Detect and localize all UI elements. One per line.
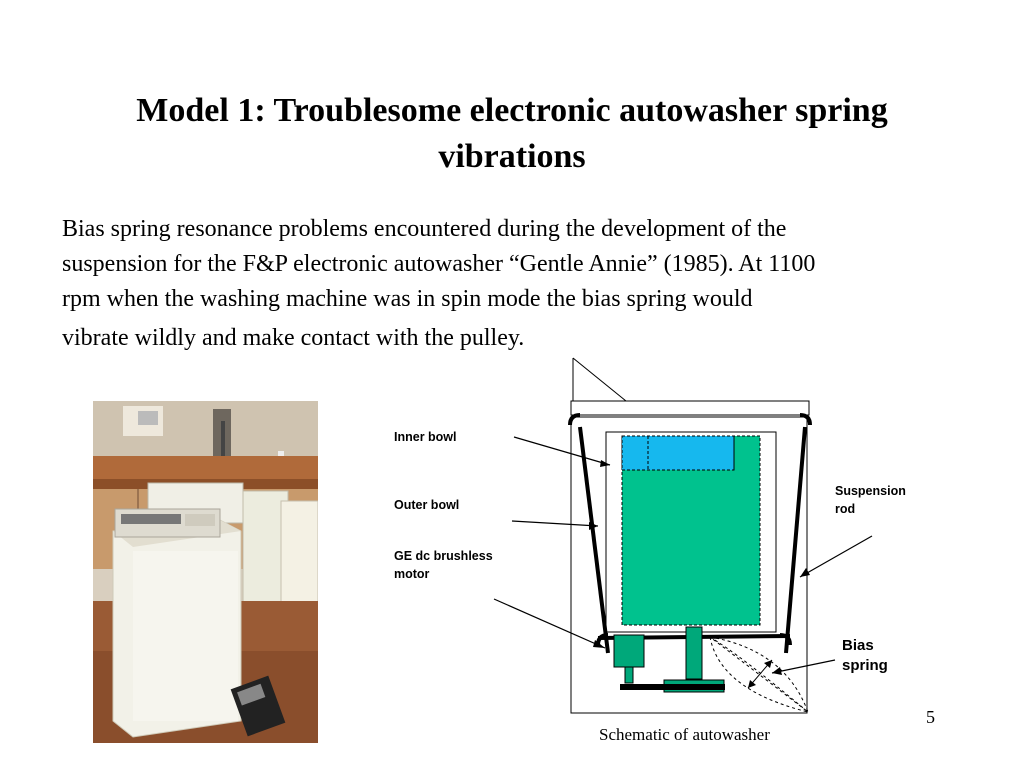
label-suspension-rod: Suspension rod [835, 484, 906, 516]
top-bar [570, 400, 810, 416]
leader-inner-bowl [513, 436, 611, 466]
bias-spring [709, 636, 809, 713]
leader-motor [493, 598, 606, 649]
label-inner-bowl: Inner bowl [394, 430, 457, 444]
washing-machine-photo [93, 401, 318, 743]
label-outer-bowl: Outer bowl [394, 498, 460, 512]
leader-bias-spring [771, 659, 836, 674]
right-suspension-rod [784, 426, 807, 654]
motor [613, 634, 645, 668]
slide-body: Bias spring resonance problems encounter… [62, 212, 962, 356]
slide-title: Model 1: Troublesome electronic autowash… [136, 92, 888, 175]
body-line: vibrate wildly and make contact with the… [62, 325, 525, 351]
left-suspension-rod [578, 426, 610, 654]
schematic-caption: Schematic of autowasher [599, 725, 770, 744]
lid-line [572, 357, 627, 402]
label-motor: GE dc brushless motor [394, 549, 493, 581]
leader-suspension-rod [799, 535, 873, 578]
inner-bowl-top [621, 435, 735, 471]
leader-outer-bowl [511, 520, 599, 527]
drive-shaft [685, 626, 703, 680]
label-bias-spring: Bias spring [842, 637, 888, 674]
body-line: rpm when the washing machine was in spin… [62, 286, 753, 312]
page-number: 5 [926, 707, 935, 727]
body-line: suspension for the F&P electronic autowa… [62, 251, 816, 277]
autowasher-schematic: Inner bowl Outer bowl GE dc brushless mo… [380, 355, 940, 725]
body-line: Bias spring resonance problems encounter… [62, 216, 787, 242]
